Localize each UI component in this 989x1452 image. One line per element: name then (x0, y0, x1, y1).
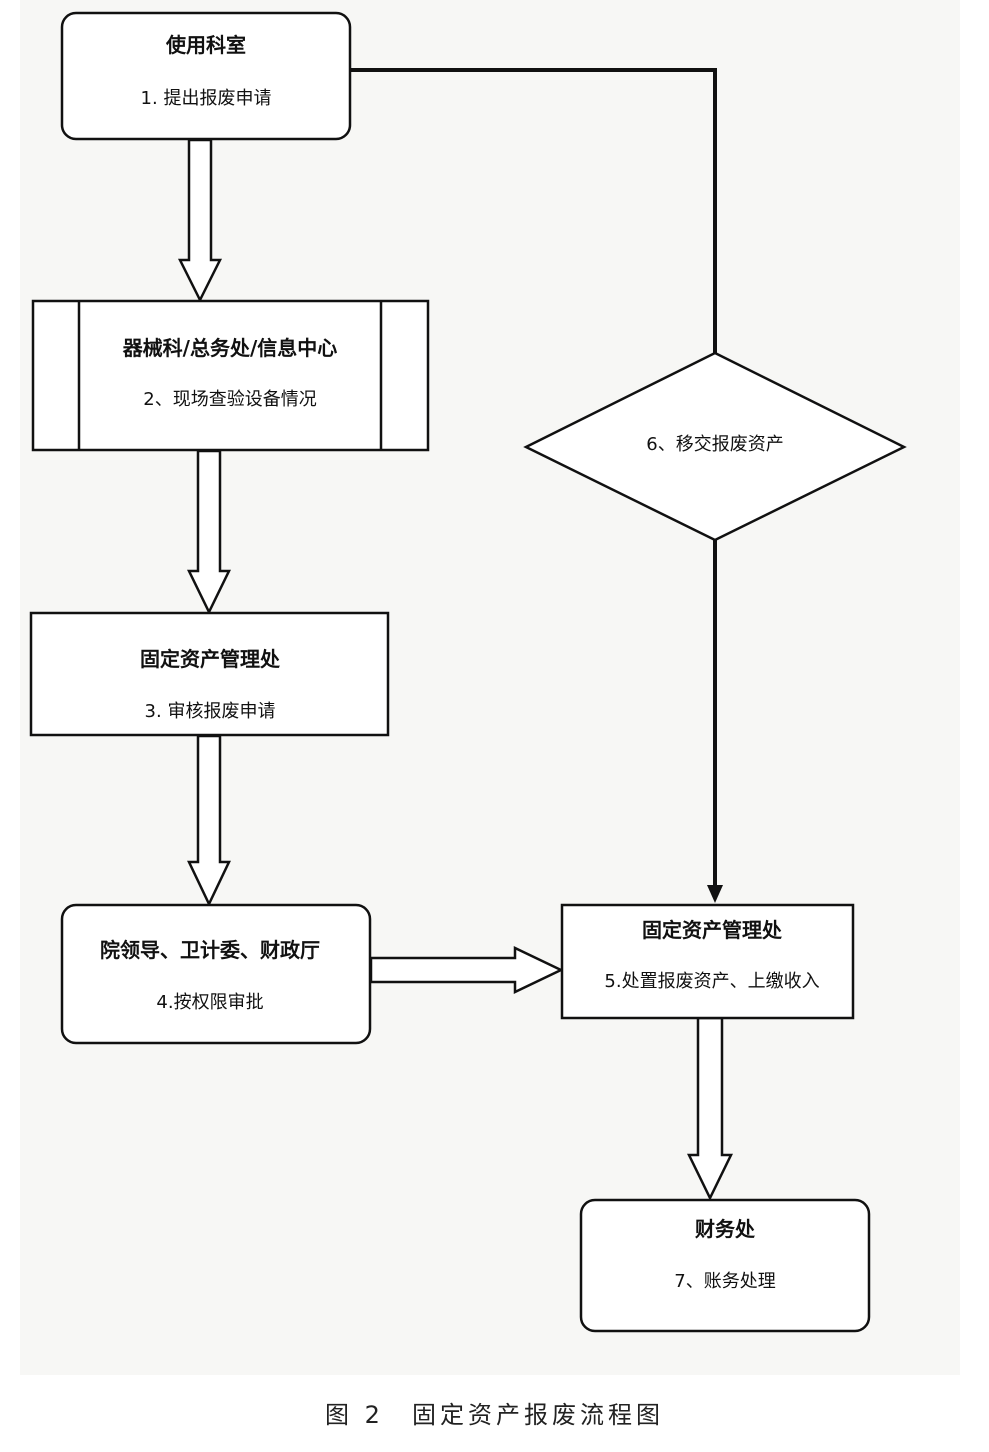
arrowhead-transfer-to-dispose (707, 885, 723, 903)
node-title: 固定资产管理处 (642, 918, 783, 942)
node-use-dept: 使用科室 1. 提出报废申请 (60, 11, 352, 141)
node-title: 财务处 (695, 1217, 756, 1241)
node-finance: 财务处 7、账务处理 (579, 1198, 871, 1333)
node-text: 4.按权限审批 (156, 992, 263, 1013)
node-asset-mgmt-dispose: 固定资产管理处 5.处置报废资产、上缴收入 (560, 903, 855, 1020)
node-title: 使用科室 (165, 33, 246, 57)
node-text: 3. 审核报废申请 (145, 701, 276, 722)
edge-leadership-to-dispose (369, 946, 564, 994)
edge-use-dept-to-equipment (177, 138, 223, 303)
edge-review-to-leadership (187, 734, 231, 907)
node-text: 5.处置报废资产、上缴收入 (604, 971, 819, 992)
edge-equipment-to-review (186, 449, 232, 615)
node-title: 院领导、卫计委、财政厅 (100, 938, 320, 962)
node-text: 2、现场查验设备情况 (143, 389, 316, 410)
figure-caption: 图 2 固定资产报废流程图 (325, 1401, 664, 1429)
edge-dispose-to-finance (686, 1016, 734, 1201)
edge-use-dept-to-transfer (350, 68, 717, 353)
node-asset-mgmt-review: 固定资产管理处 3. 审核报废申请 (29, 611, 390, 737)
flowchart: 使用科室 1. 提出报废申请 器械科/总务处/信息中心 2、现场查验设备情况 固… (29, 11, 907, 1333)
node-text: 1. 提出报废申请 (141, 88, 272, 109)
node-text: 6、移交报废资产 (646, 434, 783, 455)
node-leadership: 院领导、卫计委、财政厅 4.按权限审批 (60, 903, 372, 1045)
node-title: 固定资产管理处 (140, 647, 281, 671)
node-transfer: 6、移交报废资产 (523, 351, 907, 542)
node-title: 器械科/总务处/信息中心 (122, 336, 338, 360)
node-equipment: 器械科/总务处/信息中心 2、现场查验设备情况 (31, 299, 430, 452)
node-text: 7、账务处理 (674, 1271, 775, 1292)
